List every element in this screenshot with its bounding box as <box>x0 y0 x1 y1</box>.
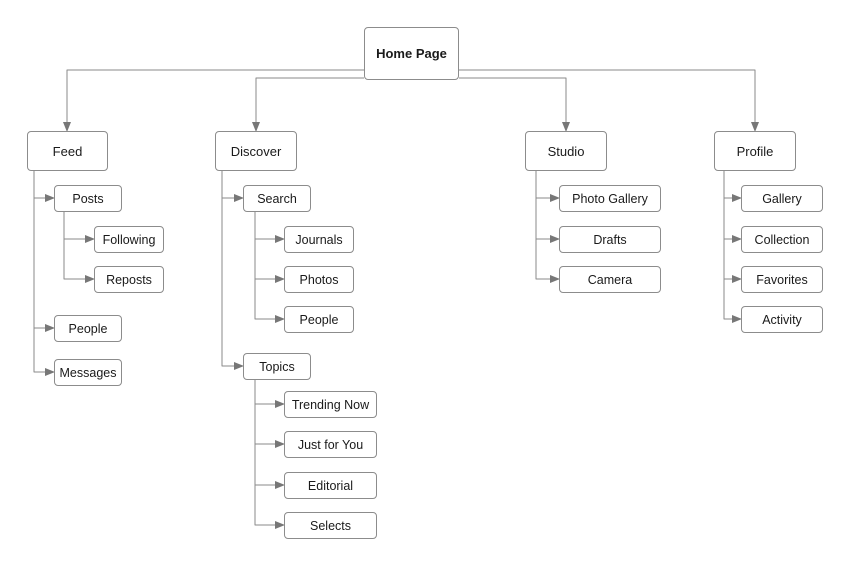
connector-profile-to-favorites <box>723 239 742 283</box>
connector-topics-to-trending <box>254 380 285 408</box>
node-collection[interactable]: Collection <box>741 226 823 253</box>
node-selects[interactable]: Selects <box>284 512 377 539</box>
node-photos[interactable]: Photos <box>284 266 354 293</box>
connector-search-to-photos <box>254 239 285 283</box>
node-trending-now[interactable]: Trending Now <box>284 391 377 418</box>
connector-discover-to-search <box>221 171 244 202</box>
connector-feed-to-people <box>33 198 55 332</box>
node-topics[interactable]: Topics <box>243 353 311 380</box>
node-profile[interactable]: Profile <box>714 131 796 171</box>
connector-feed-to-messages <box>33 328 55 376</box>
node-reposts[interactable]: Reposts <box>94 266 164 293</box>
connector-search-to-people <box>254 279 285 323</box>
node-following[interactable]: Following <box>94 226 164 253</box>
connector-discover-to-topics <box>221 198 244 370</box>
node-posts[interactable]: Posts <box>54 185 122 212</box>
node-search[interactable]: Search <box>243 185 311 212</box>
connector-search-to-journals <box>254 212 285 243</box>
connector-feed-to-posts <box>33 171 55 202</box>
node-studio[interactable]: Studio <box>525 131 607 171</box>
node-gallery[interactable]: Gallery <box>741 185 823 212</box>
node-people-feed[interactable]: People <box>54 315 122 342</box>
connector-studio-to-drafts <box>535 198 560 243</box>
node-discover[interactable]: Discover <box>215 131 297 171</box>
node-camera[interactable]: Camera <box>559 266 661 293</box>
connector-home-to-feed <box>63 69 364 132</box>
connector-home-to-studio <box>459 77 570 132</box>
connector-studio-to-camera <box>535 239 560 283</box>
node-editorial[interactable]: Editorial <box>284 472 377 499</box>
node-drafts[interactable]: Drafts <box>559 226 661 253</box>
node-activity[interactable]: Activity <box>741 306 823 333</box>
connector-home-to-discover <box>252 77 364 132</box>
node-feed[interactable]: Feed <box>27 131 108 171</box>
node-just-for-you[interactable]: Just for You <box>284 431 377 458</box>
connector-studio-to-photo-gallery <box>535 171 560 202</box>
connector-home-to-profile <box>459 69 759 132</box>
node-messages[interactable]: Messages <box>54 359 122 386</box>
node-photo-gallery[interactable]: Photo Gallery <box>559 185 661 212</box>
connector-posts-to-reposts <box>63 239 95 283</box>
node-journals[interactable]: Journals <box>284 226 354 253</box>
connector-profile-to-gallery <box>723 171 742 202</box>
connector-topics-to-just <box>254 404 285 448</box>
node-home-page[interactable]: Home Page <box>364 27 459 80</box>
connector-topics-to-selects <box>254 485 285 529</box>
node-people-search[interactable]: People <box>284 306 354 333</box>
connector-profile-to-activity <box>723 279 742 323</box>
connector-posts-to-following <box>63 212 95 243</box>
node-favorites[interactable]: Favorites <box>741 266 823 293</box>
connector-topics-to-editorial <box>254 444 285 489</box>
connector-profile-to-collection <box>723 198 742 243</box>
